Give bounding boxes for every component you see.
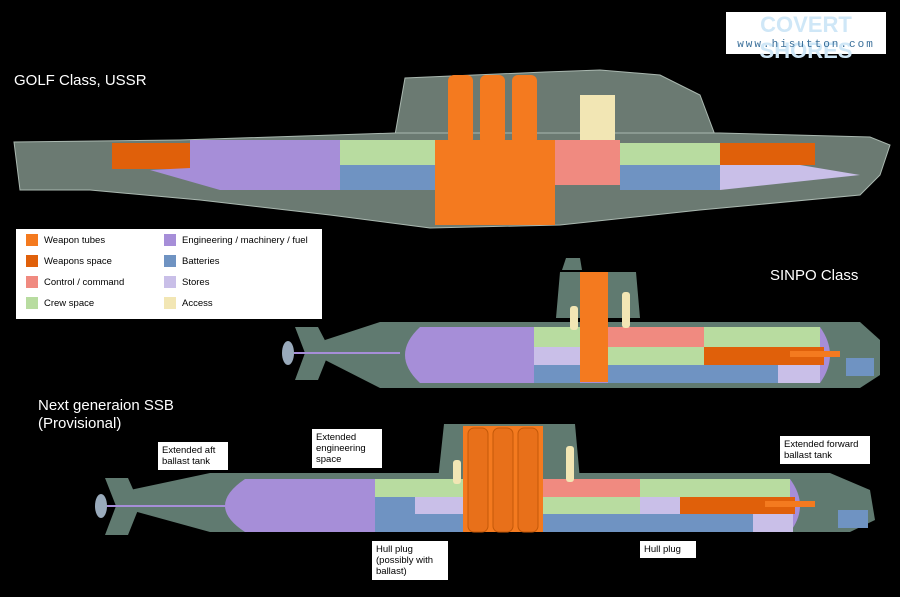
- legend-swatch: [164, 255, 176, 267]
- sinpo-crew-b: [608, 347, 704, 365]
- sinpo-access-2: [622, 292, 630, 328]
- nextgen-access-1: [453, 460, 461, 484]
- sinpo-batteries-b: [608, 365, 778, 383]
- golf-batteries-aft: [340, 165, 435, 190]
- next-gen-title: Next generaion SSB: [38, 397, 174, 414]
- next-gen-subtitle: (Provisional): [38, 415, 122, 432]
- golf-control: [555, 140, 620, 185]
- golf-missile-compartment: [435, 140, 555, 225]
- sinpo-submarine: [282, 258, 880, 388]
- sinpo-access-1: [570, 306, 578, 330]
- sinpo-crew-c: [704, 327, 820, 347]
- sinpo-stores-b: [778, 365, 820, 383]
- legend-label: Batteries: [182, 255, 220, 267]
- legend-label: Stores: [182, 276, 210, 288]
- legend-swatch: [164, 234, 176, 246]
- legend-item: Crew space: [26, 297, 94, 309]
- legend-item: Engineering / machinery / fuel: [164, 234, 308, 246]
- nextgen-submarine: [95, 424, 875, 535]
- golf-batteries-fwd: [620, 165, 720, 190]
- legend-swatch: [26, 255, 38, 267]
- nextgen-crew-b: [543, 497, 640, 514]
- golf-stores-fwd: [720, 165, 860, 190]
- nextgen-crew-a: [375, 479, 463, 497]
- legend-label: Engineering / machinery / fuel: [182, 234, 308, 246]
- legend-label: Crew space: [44, 297, 95, 309]
- legend-swatch: [26, 234, 38, 246]
- legend-item: Weapon tubes: [26, 234, 105, 246]
- sinpo-torpedo-tube: [790, 351, 840, 357]
- nextgen-missile-tube-3: [517, 427, 539, 533]
- nextgen-stores-b: [640, 497, 680, 514]
- covert-shores-logo: COVERT SHORES www.hisutton.com: [726, 12, 886, 63]
- legend: Weapon tubes Weapons space Control / com…: [16, 229, 322, 319]
- golf-crew-aft: [340, 140, 435, 165]
- legend-label: Access: [182, 297, 213, 309]
- sinpo-propeller: [282, 341, 294, 365]
- golf-sail: [394, 69, 716, 136]
- legend-item: Weapons space: [26, 255, 112, 267]
- nextgen-bow-battery: [838, 510, 868, 528]
- golf-fwd-weapons: [720, 143, 815, 165]
- legend-item: Access: [164, 297, 213, 309]
- legend-swatch: [26, 297, 38, 309]
- nextgen-batteries-a: [375, 497, 415, 514]
- golf-missile-tube-2: [480, 75, 505, 145]
- golf-missile-tube-3: [512, 75, 537, 145]
- sinpo-missile-tube: [580, 272, 608, 382]
- logo-url: www.hisutton.com: [737, 39, 875, 51]
- golf-submarine: [13, 69, 891, 229]
- golf-engineering: [150, 140, 340, 190]
- nextgen-stores-a: [415, 497, 463, 514]
- sinpo-crew-a: [534, 327, 580, 347]
- golf-class-title: GOLF Class, USSR: [14, 72, 147, 89]
- logo-title: COVERT SHORES: [759, 12, 853, 63]
- nextgen-torpedo-tube: [765, 501, 815, 507]
- callout-aft-ballast: Extended aft ballast tank: [158, 442, 228, 470]
- nextgen-crew-c: [640, 479, 790, 497]
- sinpo-mast: [562, 258, 582, 270]
- nextgen-propeller: [95, 494, 107, 518]
- nextgen-control: [543, 479, 640, 497]
- nextgen-batteries-b: [375, 514, 463, 532]
- callout-hull-plug-ballast: Hull plug (possibly with ballast): [372, 541, 448, 580]
- sinpo-control: [608, 327, 704, 347]
- sinpo-batteries-a: [534, 365, 580, 383]
- nextgen-batteries-c: [543, 514, 753, 532]
- legend-swatch: [164, 297, 176, 309]
- golf-access: [580, 95, 615, 140]
- golf-aft-weapons: [112, 143, 190, 169]
- legend-label: Control / command: [44, 276, 125, 288]
- callout-forward-ballast: Extended forward ballast tank: [780, 436, 870, 464]
- legend-swatch: [164, 276, 176, 288]
- legend-label: Weapons space: [44, 255, 112, 267]
- nextgen-access-2: [566, 446, 574, 482]
- legend-item: Control / command: [26, 276, 124, 288]
- golf-missile-tube-1: [448, 75, 473, 145]
- legend-swatch: [26, 276, 38, 288]
- legend-item: Batteries: [164, 255, 220, 267]
- nextgen-stores-c: [753, 514, 793, 532]
- nextgen-missile-tube-2: [492, 427, 514, 533]
- callout-hull-plug: Hull plug: [640, 541, 696, 558]
- sinpo-stores-a: [534, 347, 580, 365]
- golf-crew-fwd: [620, 143, 720, 165]
- sinpo-bow-battery: [846, 358, 874, 376]
- nextgen-missile-tube-1: [467, 427, 489, 533]
- legend-item: Stores: [164, 276, 209, 288]
- callout-engineering-space: Extended engineering space: [312, 429, 382, 468]
- sinpo-class-title: SINPO Class: [770, 267, 859, 284]
- legend-label: Weapon tubes: [44, 234, 106, 246]
